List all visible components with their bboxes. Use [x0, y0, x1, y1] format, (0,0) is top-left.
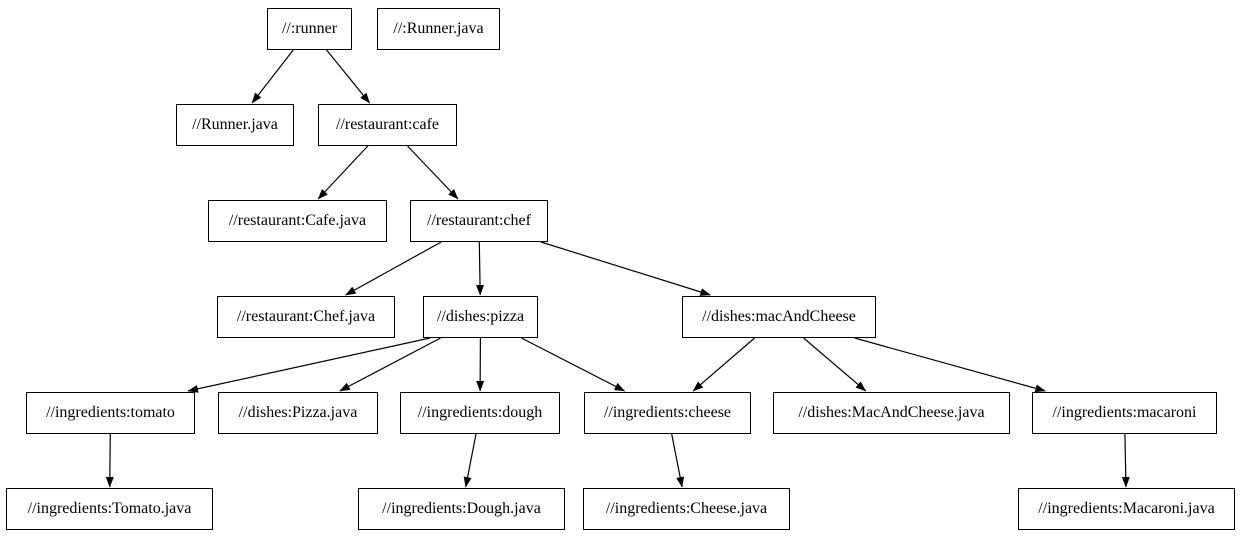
- edge-pizza-to-tomato: [187, 337, 431, 393]
- node-tomato: //ingredients:tomato: [26, 392, 195, 434]
- node-macaroni-java: //ingredients:Macaroni.java: [1018, 488, 1235, 530]
- node-cheese: //ingredients:cheese: [584, 392, 751, 434]
- node-dough-java: //ingredients:Dough.java: [358, 488, 565, 530]
- node-cafe-java: //restaurant:Cafe.java: [208, 200, 387, 242]
- node-macaroni: //ingredients:macaroni: [1032, 392, 1217, 434]
- node-cafe: //restaurant:cafe: [318, 104, 457, 146]
- edge-chef-to-pizza: [476, 241, 485, 296]
- edge-mac-and-cheese-to-macaroni: [854, 337, 1046, 393]
- edge-mac-and-cheese-to-mac-and-cheese-java: [803, 337, 867, 392]
- edge-pizza-to-cheese: [521, 337, 626, 392]
- edge-cheese-to-cheese-java: [671, 433, 685, 488]
- node-runner-java-file: //:Runner.java: [377, 8, 500, 50]
- edge-mac-and-cheese-to-cheese: [692, 337, 755, 392]
- edge-runner-to-runner-java: [251, 49, 294, 104]
- node-pizza-java: //dishes:Pizza.java: [218, 392, 378, 434]
- node-chef-java: //restaurant:Chef.java: [217, 296, 395, 338]
- edge-pizza-to-pizza-java: [339, 337, 441, 392]
- edge-runner-to-cafe: [326, 49, 371, 104]
- edge-chef-to-chef-java: [345, 241, 442, 296]
- node-tomato-java: //ingredients:Tomato.java: [6, 488, 213, 530]
- edge-chef-to-mac-and-cheese: [540, 241, 711, 296]
- node-dough: //ingredients:dough: [400, 392, 560, 434]
- node-runner-java: //Runner.java: [176, 104, 294, 146]
- node-chef: //restaurant:chef: [410, 200, 548, 242]
- node-pizza: //dishes:pizza: [423, 296, 538, 338]
- edge-dough-to-dough-java: [463, 433, 477, 488]
- edge-macaroni-to-macaroni-java: [1121, 433, 1130, 488]
- node-cheese-java: //ingredients:Cheese.java: [583, 488, 790, 530]
- node-runner: //:runner: [267, 8, 352, 50]
- edge-cafe-to-chef: [407, 145, 459, 200]
- edge-cafe-to-cafe-java: [317, 145, 369, 200]
- node-mac-and-cheese-java: //dishes:MacAndCheese.java: [773, 392, 1010, 434]
- node-mac-and-cheese: //dishes:macAndCheese: [682, 296, 876, 338]
- edge-tomato-to-tomato-java: [105, 433, 114, 488]
